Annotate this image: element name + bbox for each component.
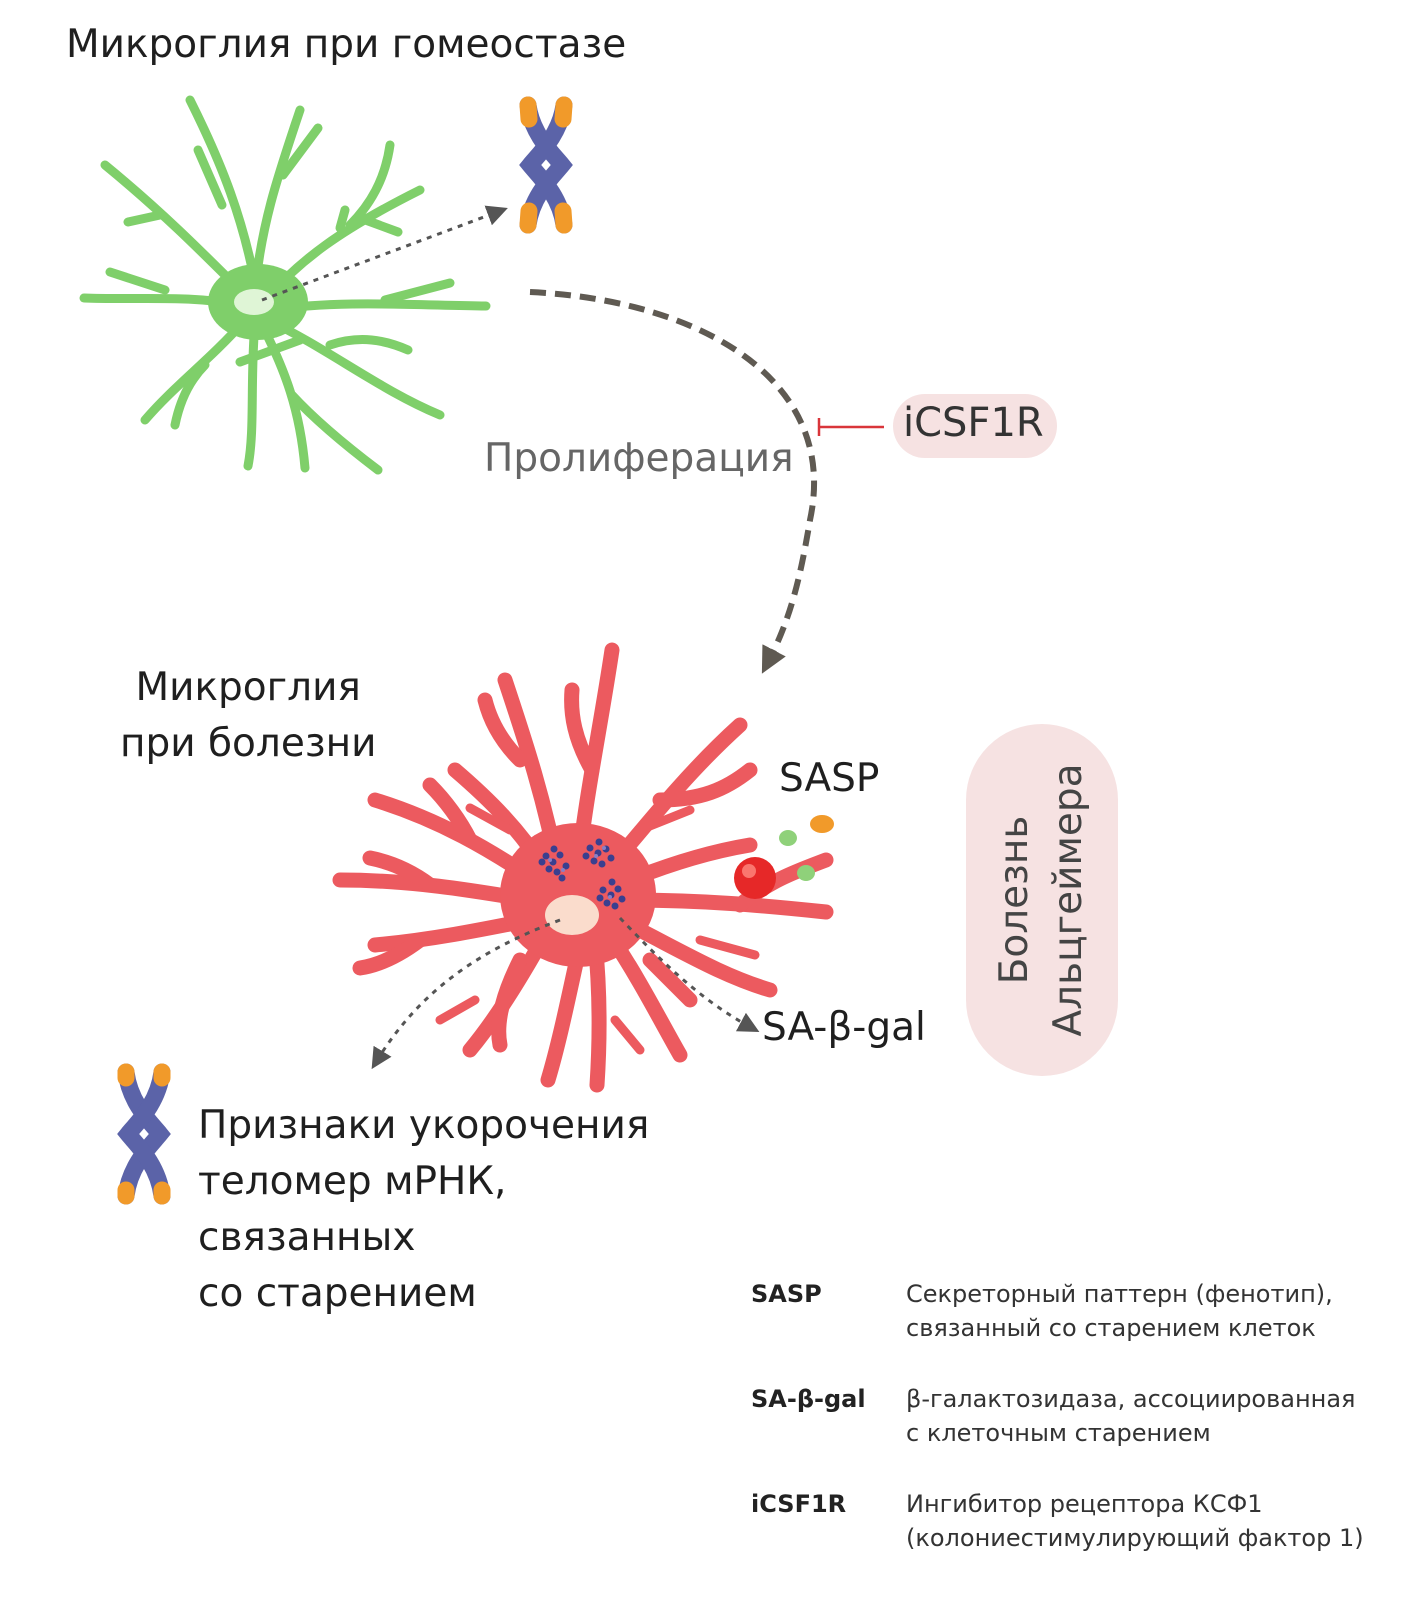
telomere-signs-text: Признаки укорочения теломер мРНК, связан… <box>198 1098 649 1322</box>
alzheimer-line1: Болезнь <box>992 815 1037 985</box>
legend-desc-line: (колониестимулирующий фактор 1) <box>906 1524 1364 1552</box>
alzheimer-pill <box>966 724 1118 1076</box>
proliferation-arrow <box>529 289 818 674</box>
disease-microglia-cell <box>332 642 834 1093</box>
signs-line3: связанных <box>198 1215 416 1260</box>
healthy-nucleus <box>234 289 274 315</box>
alzheimer-line2: Альцгеймера <box>1046 763 1091 1037</box>
title-disease: Микроглия при болезни <box>120 660 376 772</box>
legend-term-sasp: SASP <box>751 1280 822 1308</box>
signs-line2: теломер мРНК, <box>198 1159 507 1204</box>
disease-nucleus <box>545 895 599 935</box>
alzheimer-label: Болезнь Альцгеймера <box>966 724 1118 1076</box>
healthy-microglia-cell <box>79 95 491 475</box>
legend-term-icsf1r: iCSF1R <box>751 1490 847 1518</box>
proliferation-label: Пролиферация <box>484 436 794 481</box>
sasp-label: SASP <box>779 756 880 801</box>
legend-desc-line: Секреторный паттерн (фенотип), <box>906 1280 1333 1308</box>
legend-desc-icsf1r: Ингибитор рецептора КСФ1 (колониестимули… <box>906 1487 1364 1555</box>
legend-desc-line: связанный со старением клеток <box>906 1314 1316 1342</box>
title-disease-line1: Микроглия <box>135 665 361 710</box>
sa-beta-gal-label: SA-β-gal <box>762 1005 926 1050</box>
inhibitor-label: iCSF1R <box>903 400 1044 446</box>
legend-desc-line: с клеточным старением <box>906 1419 1211 1447</box>
chromosome-icon-short-telomeres <box>117 1063 171 1205</box>
legend-desc-sa-beta-gal: β-галактозидаза, ассоциированная с клето… <box>906 1382 1356 1450</box>
legend-desc-sasp: Секреторный паттерн (фенотип), связанный… <box>906 1277 1333 1345</box>
title-homeostasis: Микроглия при гомеостазе <box>66 22 627 67</box>
inhibition-marker <box>817 418 884 436</box>
chromosome-icon <box>519 96 573 234</box>
legend-term-sa-beta-gal: SA-β-gal <box>751 1385 866 1413</box>
signs-line4: со старением <box>198 1271 477 1316</box>
legend-desc-line: Ингибитор рецептора КСФ1 <box>906 1490 1263 1518</box>
legend-desc-line: β-галактозидаза, ассоциированная <box>906 1385 1356 1413</box>
signs-line1: Признаки укорочения <box>198 1103 650 1148</box>
sasp-particles-icon <box>734 815 834 899</box>
granules <box>538 838 626 910</box>
arrow-nucleus-to-chromosome <box>261 205 508 302</box>
inhibitor-pill <box>893 394 1057 458</box>
title-disease-line2: при болезни <box>120 721 377 766</box>
